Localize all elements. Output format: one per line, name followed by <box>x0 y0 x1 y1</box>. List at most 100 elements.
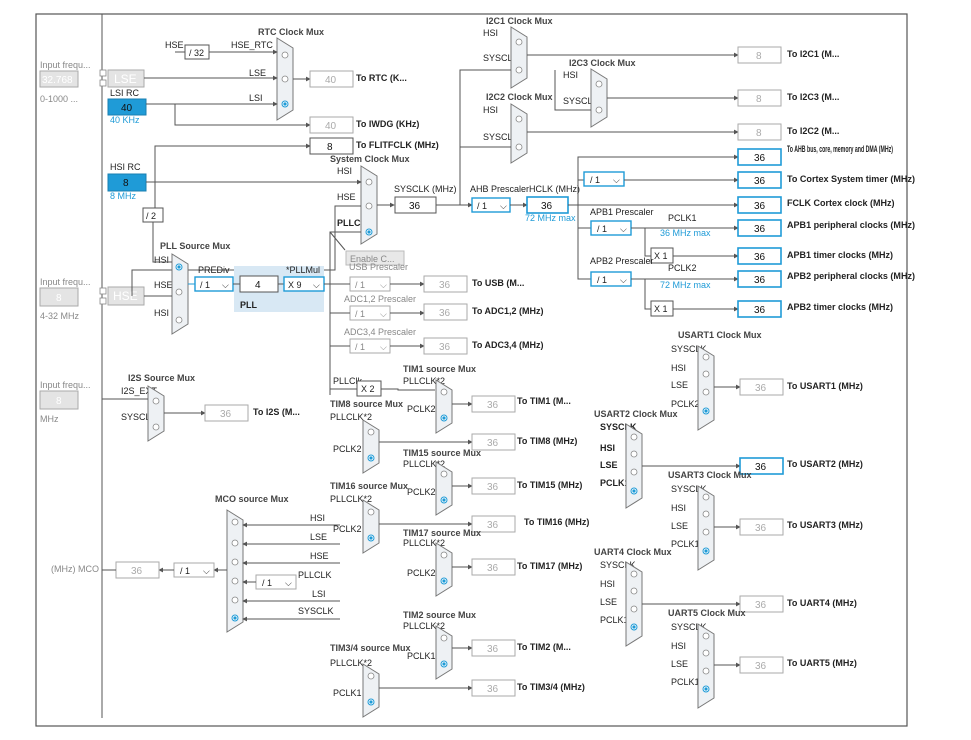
usb-output-box[interactable] <box>423 275 468 293</box>
tim17-source-mux[interactable] <box>435 542 453 597</box>
tim34-source-mux[interactable] <box>362 663 380 718</box>
usart2-mux-pin-lse[interactable] <box>630 468 638 476</box>
iwdg-output-box[interactable] <box>309 116 354 134</box>
mco-mux-pin-pllclk[interactable] <box>231 577 239 585</box>
tim8-mux-pin-pllclk[interactable] <box>367 428 375 436</box>
usart3-clock-mux[interactable] <box>697 485 715 571</box>
usart2-mux-pin-hsi[interactable] <box>630 450 638 458</box>
i2c3-mux-title: I2C3 Clock Mux <box>569 58 636 68</box>
i2s-in-sysclk: SYSCLK <box>121 412 157 422</box>
i2s-source-mux[interactable] <box>147 385 165 442</box>
i2c3-mux-pin-hsi[interactable] <box>595 80 603 88</box>
tim8-mux-title: TIM8 source Mux <box>330 399 403 409</box>
adc34-output-box[interactable] <box>423 337 468 355</box>
i2c1-output-box[interactable] <box>737 46 782 64</box>
tim17-in-pllclk: PLLCLK*2 <box>403 538 445 548</box>
usart3-output-box[interactable] <box>739 518 784 536</box>
tim15-source-mux[interactable] <box>435 461 453 516</box>
i2c3-output-box[interactable] <box>737 89 782 107</box>
i2c1-clock-mux[interactable] <box>510 26 528 89</box>
mco-mux-pin-hsi[interactable] <box>231 518 239 526</box>
cortex-div-dropdown[interactable] <box>583 171 625 187</box>
tim17-mux-pin-pllclk[interactable] <box>440 551 448 559</box>
pll-mux-pin-hse[interactable] <box>175 288 183 296</box>
i2c3-clock-mux[interactable] <box>590 68 608 128</box>
mco-mux-pin-hse[interactable] <box>231 558 239 566</box>
i2c2-clock-mux[interactable] <box>510 103 528 164</box>
tim15-output-box[interactable] <box>471 477 516 495</box>
tim8-source-mux[interactable] <box>362 419 380 474</box>
usart3-mux-pin-lse[interactable] <box>702 528 710 536</box>
usart1-output-box[interactable] <box>739 378 784 396</box>
i2c2-mux-pin-sysclk[interactable] <box>515 143 523 151</box>
i2c1-mux-pin-sysclk[interactable] <box>515 66 523 74</box>
apb2-periph-output-box[interactable] <box>737 270 782 288</box>
tim1-mux-pin-pllclk[interactable] <box>440 388 448 396</box>
system-mux-pin-hsi[interactable] <box>365 178 373 186</box>
usart2-mux-pin-sysclk[interactable] <box>630 433 638 441</box>
usart3-mux-pin-hsi[interactable] <box>702 510 710 518</box>
i2c3-mux-pin-sysclk[interactable] <box>595 106 603 114</box>
tim8-output-box[interactable] <box>471 433 516 451</box>
pll-mux-pin-hsi2[interactable] <box>175 316 183 324</box>
tim1-source-mux[interactable] <box>435 379 453 434</box>
tim16-output-box[interactable] <box>471 515 516 533</box>
uart4-output-box[interactable] <box>739 595 784 613</box>
tim16-source-mux[interactable] <box>362 499 380 554</box>
tim1-output-box[interactable] <box>471 395 516 413</box>
apb1-periph-output-box[interactable] <box>737 219 782 237</box>
tim2-source-mux[interactable] <box>435 625 453 680</box>
tim17-output-box[interactable] <box>471 558 516 576</box>
usart3-in-lse: LSE <box>671 521 688 531</box>
mco-mux-pin-lse[interactable] <box>231 539 239 547</box>
adc12-output-box[interactable] <box>423 303 468 321</box>
apb1-timer-output-box[interactable] <box>737 247 782 265</box>
usart1-mux-pin-lse[interactable] <box>702 388 710 396</box>
uart5-mux-pin-sysclk[interactable] <box>702 632 710 640</box>
enable-css-button[interactable] <box>345 250 405 266</box>
mco-mux-pin-lsi[interactable] <box>231 596 239 604</box>
mco-source-mux[interactable] <box>226 509 244 633</box>
tim2-mux-pin-pllclk[interactable] <box>440 634 448 642</box>
uart4-clock-mux[interactable] <box>625 561 643 647</box>
fclk-output-box[interactable] <box>737 196 782 214</box>
usart1-mux-pin-sysclk[interactable] <box>702 353 710 361</box>
tim34-mux-pin-pllclk[interactable] <box>367 672 375 680</box>
uart4-mux-pin-lse[interactable] <box>630 605 638 613</box>
i2c2-mux-pin-hsi[interactable] <box>515 115 523 123</box>
lse-input-field[interactable] <box>39 70 79 88</box>
i2s-output-box[interactable] <box>204 404 249 422</box>
tim15-mux-pin-pllclk[interactable] <box>440 470 448 478</box>
tim2-output-box[interactable] <box>471 639 516 657</box>
uart5-output-label: To UART5 (MHz) <box>787 658 857 668</box>
usart3-mux-pin-sysclk[interactable] <box>702 493 710 501</box>
i2c1-mux-pin-hsi[interactable] <box>515 38 523 46</box>
usb-prescaler-title: USB Prescaler <box>349 262 408 272</box>
cortex-output-box[interactable] <box>737 171 782 189</box>
tim34-output-box[interactable] <box>471 679 516 697</box>
rtc-mux-pin-lse[interactable] <box>281 75 289 83</box>
usart1-clock-mux[interactable] <box>697 345 715 431</box>
tim16-mux-pin-pllclk[interactable] <box>367 508 375 516</box>
uart5-clock-mux[interactable] <box>697 623 715 709</box>
ahb-output-box[interactable] <box>737 148 782 166</box>
apb2-timer-output-box[interactable] <box>737 300 782 318</box>
uart4-mux-pin-sysclk[interactable] <box>630 570 638 578</box>
flitfclk-output-box[interactable] <box>309 137 354 155</box>
i2s-mux-pin-ext[interactable] <box>152 397 160 405</box>
i2s-mux-pin-sysclk[interactable] <box>152 423 160 431</box>
uart5-mux-pin-hsi[interactable] <box>702 649 710 657</box>
hse-input-field[interactable] <box>39 287 79 307</box>
uart4-mux-pin-hsi[interactable] <box>630 587 638 595</box>
usart2-output-box[interactable] <box>739 457 784 475</box>
usart1-mux-title: USART1 Clock Mux <box>678 330 762 340</box>
i2c2-output-box[interactable] <box>737 123 782 141</box>
rtc-mux-pin-hse[interactable] <box>281 51 289 59</box>
usart1-mux-pin-hsi[interactable] <box>702 370 710 378</box>
uart5-mux-pin-lse[interactable] <box>702 667 710 675</box>
rtc-output-box[interactable] <box>309 70 354 88</box>
usart2-clock-mux[interactable] <box>625 423 643 509</box>
i2s-input-field[interactable] <box>39 390 79 410</box>
system-mux-pin-hse[interactable] <box>365 202 373 210</box>
uart5-output-box[interactable] <box>739 656 784 674</box>
